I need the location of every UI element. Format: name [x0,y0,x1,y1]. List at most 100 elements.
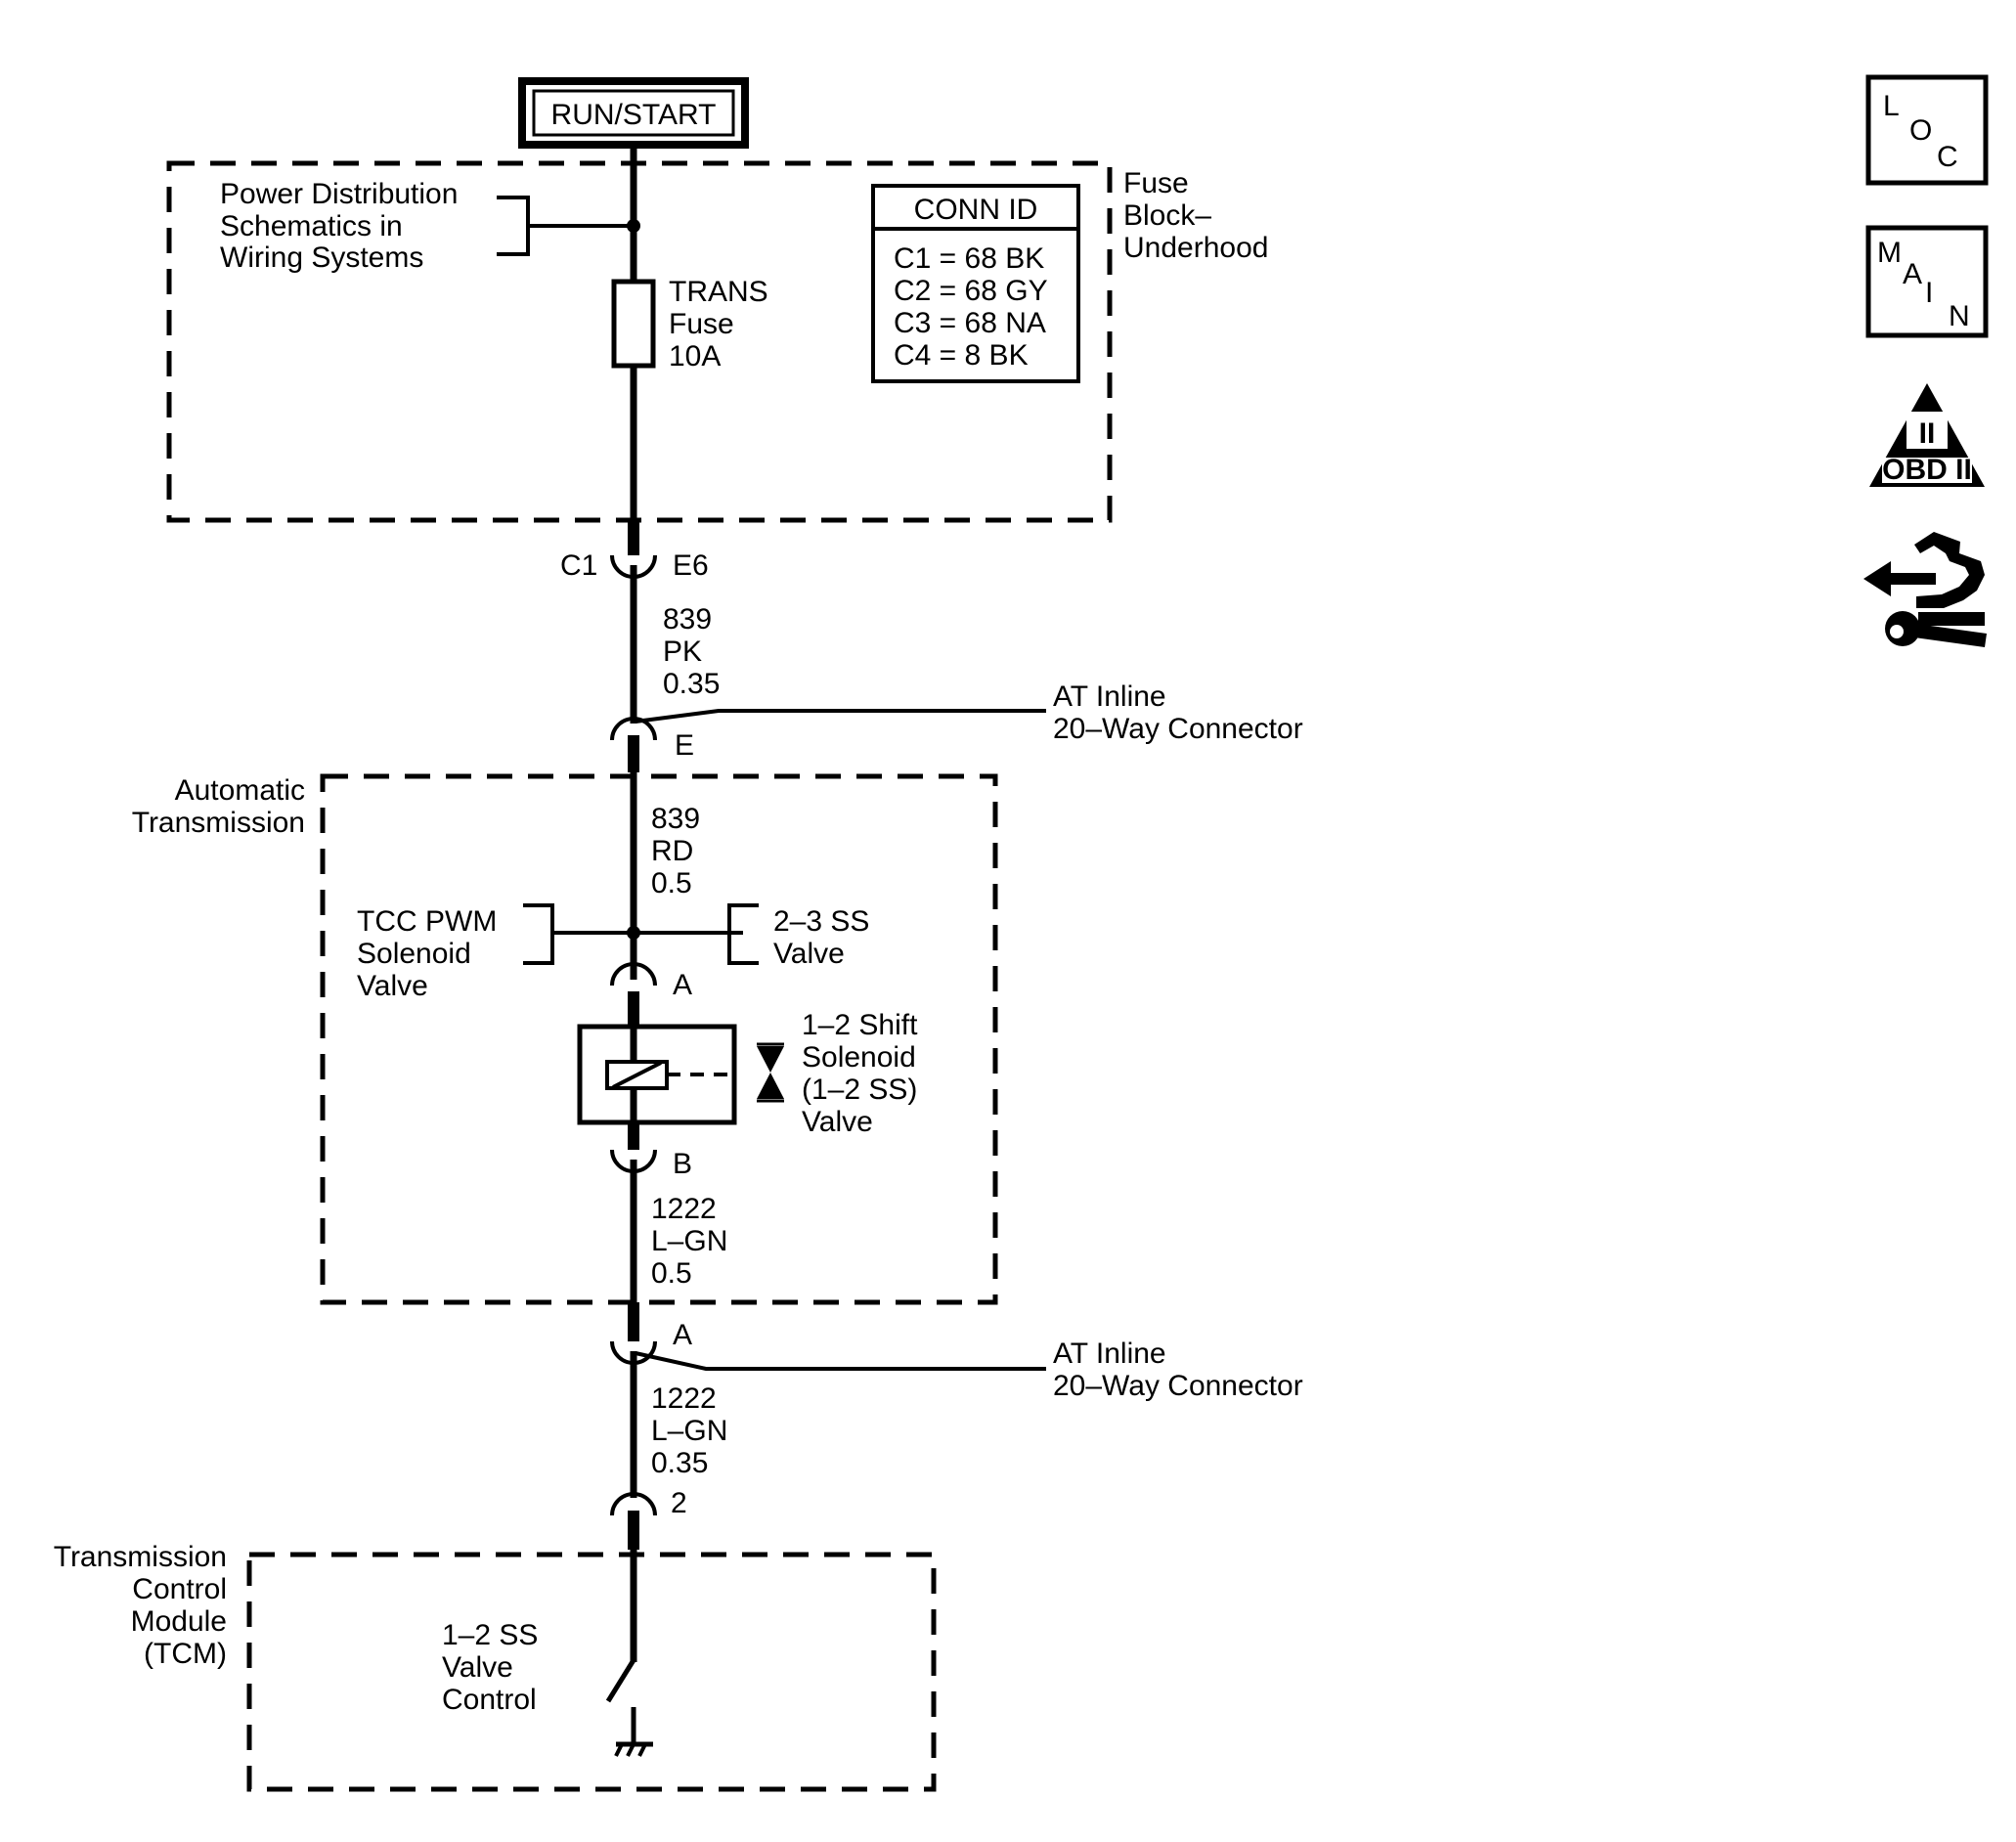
pin-b-label: B [673,1148,692,1180]
reference-bracket-icon [523,903,554,965]
loc-icon[interactable]: L O C [1865,74,1989,186]
pin-a-label: A [673,1319,692,1351]
shift-solenoid-label: 1–2 Shift Solenoid (1–2 SS) Valve [802,1009,918,1138]
svg-text:N: N [1949,300,1970,332]
conn-id-row: C1 = 68 BK [894,242,1044,275]
fuse-block-title: Fuse Block– Underhood [1123,167,1268,264]
pin-2-label: 2 [671,1487,687,1519]
tool-hand-icon[interactable] [1863,532,1987,647]
svg-text:Fuse: Fuse [1123,167,1189,199]
svg-text:TRANS: TRANS [669,276,768,308]
svg-text:Valve: Valve [802,1106,873,1138]
svg-text:Underhood: Underhood [1123,232,1268,264]
conn-id-table: CONN ID C1 = 68 BK C2 = 68 GY C3 = 68 NA… [871,184,1080,383]
svg-text:Valve: Valve [442,1651,513,1684]
svg-text:Schematics in: Schematics in [220,210,403,242]
solenoid-pin-b: B [610,1122,692,1302]
inline-connector-label: 20–Way Connector [1053,713,1303,745]
svg-text:10A: 10A [669,340,721,373]
svg-text:2–3 SS: 2–3 SS [773,905,869,938]
automatic-transmission-boundary [320,773,998,1305]
svg-text:839: 839 [663,603,712,636]
svg-text:0.5: 0.5 [651,867,692,899]
svg-text:OBD II: OBD II [1882,454,1972,486]
svg-text:Solenoid: Solenoid [802,1041,916,1074]
svg-text:A: A [1903,258,1922,290]
conn-id-row: C2 = 68 GY [894,275,1048,307]
tcm-title: Transmission Control Module (TCM) [54,1541,227,1670]
tcm-pin-2: 2 [610,1487,687,1550]
pin-a-label: A [673,969,692,1001]
svg-text:Transmission: Transmission [132,807,305,839]
svg-text:PK: PK [663,636,702,668]
tcm-control-label: 1–2 SS Valve Control [442,1619,538,1716]
ss23-reference: 2–3 SS Valve [773,905,869,970]
automatic-transmission-title: Automatic Transmission [132,774,305,839]
solenoid-splice [523,903,759,965]
svg-text:O: O [1909,114,1932,147]
svg-text:L: L [1883,90,1900,122]
valve-icon [757,1046,784,1073]
svg-text:II: II [1919,417,1936,450]
svg-text:1222: 1222 [651,1382,717,1415]
connector-c1-label: C1 [560,549,597,582]
svg-text:839: 839 [651,803,700,835]
svg-text:Solenoid: Solenoid [357,938,471,970]
inline-connector-a: A AT Inline 20–Way Connector [610,1302,1303,1498]
run-start-box: RUN/START [518,77,749,149]
wire-1222-lgn-label: 1222 L–GN 0.5 [651,1193,727,1290]
tcm-boundary [246,1552,937,1792]
svg-text:1222: 1222 [651,1193,717,1225]
inline-connector-label: AT Inline [1053,1338,1166,1370]
reference-bracket-icon [727,903,759,965]
svg-text:L–GN: L–GN [651,1225,727,1257]
svg-text:Automatic: Automatic [175,774,305,807]
conn-id-header: CONN ID [914,194,1038,226]
tcc-pwm-reference: TCC PWM Solenoid Valve [357,905,497,1002]
main-icon[interactable]: M A I N [1865,225,1989,338]
svg-text:Power Distribution: Power Distribution [220,178,458,210]
svg-text:M: M [1877,237,1902,269]
svg-text:Valve: Valve [357,970,428,1002]
svg-text:L–GN: L–GN [651,1415,727,1447]
svg-text:Wiring Systems: Wiring Systems [220,241,423,274]
wire-839-rd-label: 839 RD 0.5 [651,803,700,899]
trans-fuse-label: TRANS Fuse 10A [669,276,768,373]
svg-text:Valve: Valve [773,938,845,970]
inline-connector-e: E AT Inline 20–Way Connector [610,680,1303,772]
svg-text:0.5: 0.5 [651,1257,692,1290]
shift-solenoid-1-2 [577,1024,784,1125]
svg-text:TCC PWM: TCC PWM [357,905,497,938]
svg-text:(1–2 SS): (1–2 SS) [802,1074,917,1106]
obd-ii-icon[interactable]: II OBD II [1869,383,1985,487]
conn-id-row: C4 = 8 BK [894,339,1029,372]
svg-text:I: I [1925,277,1933,309]
svg-text:0.35: 0.35 [651,1447,708,1479]
svg-text:Block–: Block– [1123,199,1211,232]
run-start-label: RUN/START [551,99,717,131]
svg-text:0.35: 0.35 [663,668,720,700]
svg-text:Control: Control [442,1684,537,1716]
trans-fuse-icon [611,279,656,369]
svg-text:Transmission: Transmission [54,1541,227,1573]
svg-text:(TCM): (TCM) [144,1638,227,1670]
pin-e-label: E [675,729,694,762]
inline-connector-label: AT Inline [1053,680,1166,713]
solenoid-pin-a: A [610,933,692,1027]
svg-text:1–2 Shift: 1–2 Shift [802,1009,918,1041]
connector-c1-e6: C1 E6 [560,520,709,724]
inline-connector-label: 20–Way Connector [1053,1370,1303,1402]
wire-839-pk-label: 839 PK 0.35 [663,603,720,700]
pin-e6-label: E6 [673,549,709,582]
conn-id-row: C3 = 68 NA [894,307,1046,339]
power-distribution-reference: Power Distribution Schematics in Wiring … [220,178,640,274]
low-side-driver-switch-icon [605,1550,653,1757]
svg-text:Module: Module [131,1605,227,1638]
wire-1222-lgn-035-label: 1222 L–GN 0.35 [651,1382,727,1479]
svg-text:C: C [1937,141,1958,173]
svg-text:Control: Control [132,1573,227,1605]
svg-text:RD: RD [651,835,693,867]
svg-text:Fuse: Fuse [669,308,734,340]
reference-bracket-icon [497,196,530,256]
